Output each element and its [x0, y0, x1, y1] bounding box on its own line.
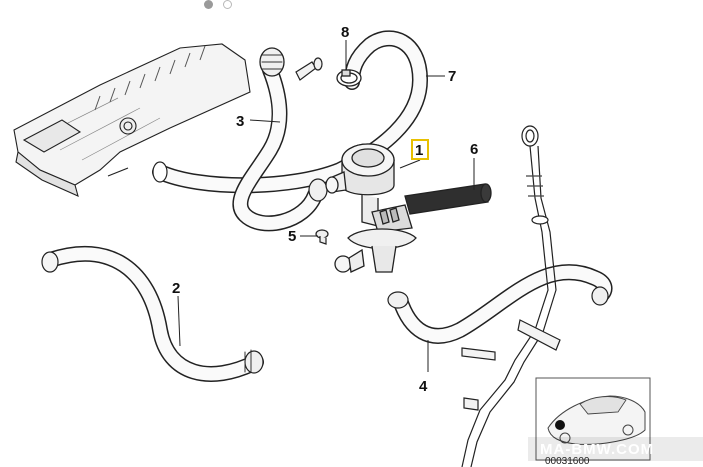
- pager-dot-1[interactable]: [204, 0, 213, 9]
- hose-3: [232, 47, 328, 232]
- tube-6: [404, 183, 492, 215]
- callout-1-highlight: [411, 139, 429, 160]
- hose-clamp-8: [336, 69, 362, 87]
- callout-5: 5: [288, 228, 296, 245]
- callout-4: 4: [419, 378, 428, 395]
- screw-5: [315, 229, 329, 245]
- engine-location-marker: [555, 420, 565, 430]
- callout-7: 7: [448, 68, 456, 85]
- hose-2: [41, 245, 264, 382]
- callout-2: 2: [172, 280, 180, 297]
- callout-6: 6: [470, 141, 478, 158]
- callout-3: 3: [236, 113, 244, 130]
- car-locator-inset: [535, 377, 651, 461]
- part-number-label: 00031600: [545, 456, 590, 467]
- callout-8: 8: [341, 24, 349, 41]
- connector-stub: [295, 57, 323, 81]
- image-pager: [204, 0, 232, 9]
- hose-4: [387, 264, 613, 344]
- dipstick-tube: [461, 125, 561, 467]
- pager-dot-2[interactable]: [223, 0, 232, 9]
- leader-lines: [177, 40, 475, 372]
- callouts: 1 2 3 4 5 6 7 8: [172, 24, 478, 395]
- crankcase-vent-valve-1: [325, 143, 417, 273]
- callout-1: 1: [415, 142, 423, 159]
- valve-cover: [13, 43, 251, 197]
- svg-text:MA-BMW.COM: MA-BMW.COM: [540, 441, 654, 458]
- watermark: MA-BMW.COM: [528, 437, 703, 461]
